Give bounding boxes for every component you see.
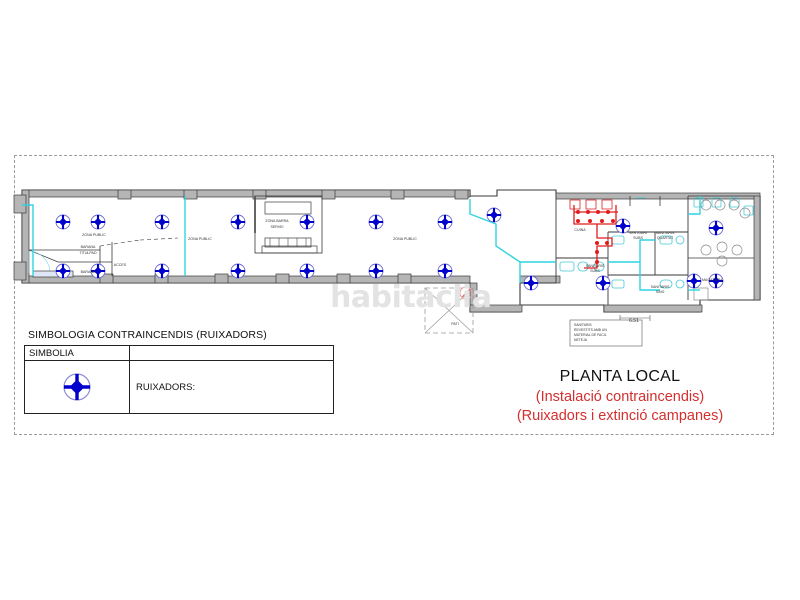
extinguishing-nozzle (586, 210, 590, 214)
sprinkler-pipe-network (22, 196, 701, 291)
sprinkler-head (522, 274, 540, 292)
sprinkler-head (594, 274, 612, 292)
sprinkler-head (229, 213, 247, 231)
extinguishing-nozzle (588, 219, 592, 223)
plan-title: PLANTA LOCAL (559, 368, 681, 385)
sprinkler-head (153, 262, 171, 280)
room-label: ZONA PUBLIC (82, 233, 106, 237)
sprinkler-head (298, 213, 316, 231)
watermark: habitaclia (330, 280, 492, 315)
room-label: SERVEI (270, 225, 283, 229)
sprinkler-head (54, 262, 72, 280)
extinguishing-nozzle (605, 241, 609, 245)
room-label: VESTUARI (629, 231, 647, 235)
legend-description-cell: RUIXADORS: (129, 360, 334, 414)
sprinkler-head (229, 262, 247, 280)
page-border-frame (14, 155, 774, 435)
sprinkler-icon (63, 373, 91, 401)
pati-void (424, 286, 474, 334)
extinguishing-nozzle (595, 250, 599, 254)
extinguishing-nozzle (595, 260, 599, 264)
sprinkler-head (89, 213, 107, 231)
note-box-frame (569, 319, 643, 347)
sprinkler-head (485, 206, 503, 224)
legend-table: SIMBOLIA RUIXADORS: (24, 345, 334, 414)
room-label: BARANA (81, 270, 96, 274)
extinguishing-nozzle (600, 219, 604, 223)
sprinkler-head (685, 272, 703, 290)
legend-header-blank (129, 345, 334, 361)
legend-header-simbolia: SIMBOLIA (24, 345, 130, 361)
room-label: ZONA BARRA (265, 219, 289, 223)
extinguishing-nozzle (606, 210, 610, 214)
plan-note-line: NETEJA (574, 338, 588, 342)
legend-heading: SIMBOLOGIA CONTRAINCENDIS (RUIXADORS) (28, 329, 267, 341)
building-walls (13, 189, 761, 313)
sprinkler-head (153, 213, 171, 231)
plan-note-line: SANITARIS (574, 323, 592, 327)
extinguishing-nozzle (596, 210, 600, 214)
room-label: PATI (451, 322, 458, 326)
extinguishing-nozzle (595, 241, 599, 245)
sprinkler-head (436, 213, 454, 231)
sprinkler-head (614, 217, 632, 235)
room-label: SUBS (590, 269, 600, 273)
room-label: BARANA (81, 245, 96, 249)
plan-note-line: MATERIAL DE FACIL (574, 333, 607, 337)
room-label: CUINA (574, 228, 586, 232)
room-label: SANITARIS (651, 285, 670, 289)
room-label: SANITARIS (656, 231, 675, 235)
extinguishing-nozzle (576, 219, 580, 223)
furniture-tables (693, 199, 751, 301)
room-label: SANITARIS (586, 264, 605, 268)
room-label: MAGATZEM (702, 278, 722, 282)
plan-note-line: REVESTITS AMB UN (574, 328, 607, 332)
extinguishing-nozzle (611, 219, 615, 223)
room-label: ACCES (114, 263, 127, 267)
plan-subtitle-2: (Ruixadors i extinció campanes) (516, 408, 724, 425)
plan-subtitle-1: (Instalació contraincendis) (535, 389, 705, 405)
room-label: QUARTAT (657, 236, 674, 240)
dimension-text: 6.51 (629, 318, 639, 324)
plan-dimensions-layer: 6.51 (629, 318, 639, 324)
room-label: ZONA PUBLIC (393, 237, 417, 241)
sprinkler-head (298, 262, 316, 280)
room-label: ZONA PUBLIC (188, 237, 212, 241)
extinguishing-nozzle-nodes (576, 210, 615, 264)
sprinkler-head (54, 213, 72, 231)
legend-row-sprinkler: RUIXADORS: (24, 360, 334, 414)
sprinkler-head (367, 213, 385, 231)
sprinkler-head (707, 219, 725, 237)
sprinkler-head (367, 262, 385, 280)
room-label: SUBS (633, 236, 643, 240)
room-label: SING (656, 290, 665, 294)
title-block: PLANTA LOCAL (Instalació contraincendis)… (470, 368, 770, 426)
room-labels-layer: ZONA PUBLIC ZONA PUBLIC ZONA PUBLIC ZONA BA… (79, 219, 722, 326)
sprinkler-head (436, 262, 454, 280)
legend-symbol-cell (24, 360, 130, 414)
room-label: TITULPAD (79, 251, 97, 255)
extinguishing-nozzle (576, 210, 580, 214)
legend-header-row: SIMBOLIA (24, 345, 334, 361)
